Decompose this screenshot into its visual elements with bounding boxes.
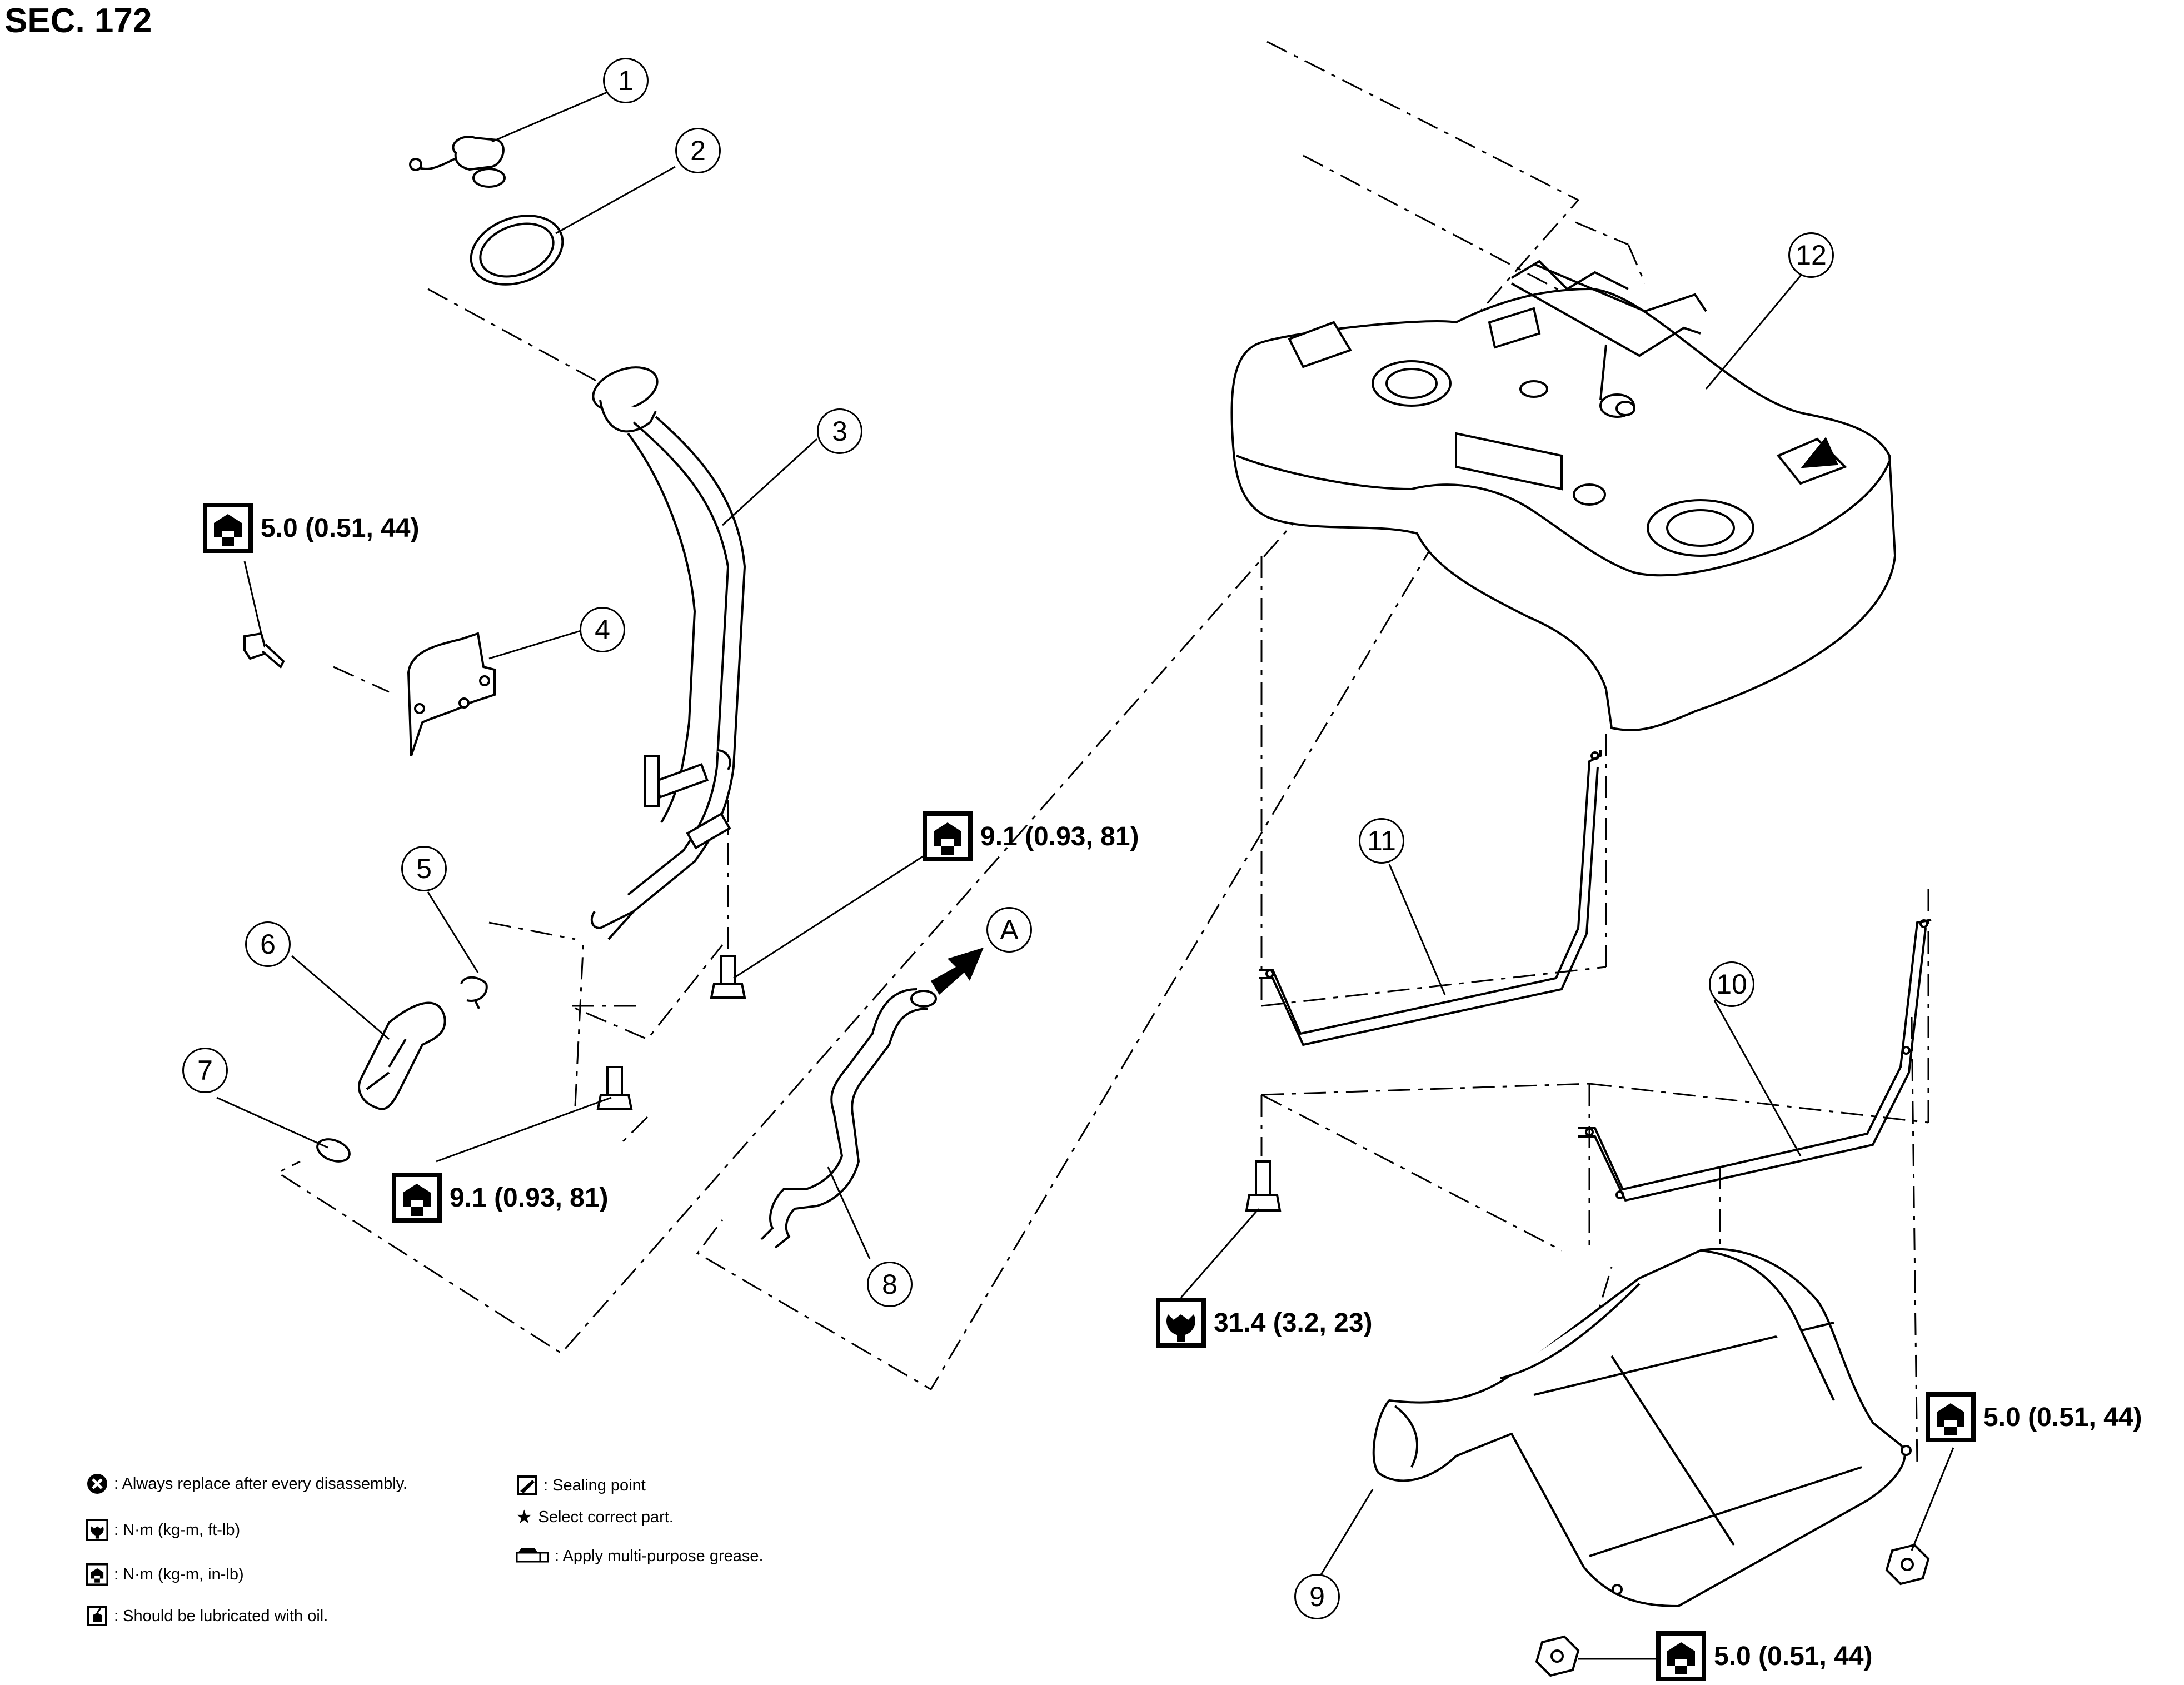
wrench-ft-lb-icon	[1156, 1298, 1206, 1348]
fuel-tank	[1230, 260, 1897, 731]
legend-replace-text: : Always replace after every disassembly…	[114, 1474, 408, 1493]
torque-value: 9.1 (0.93, 81)	[450, 1183, 609, 1213]
wrench-in-lb-icon	[1926, 1392, 1976, 1442]
hose-clamp-lower	[316, 1138, 351, 1163]
legend-nm-inlb-text: : N·m (kg-m, in-lb)	[114, 1565, 244, 1583]
leader-lines	[216, 91, 1954, 1660]
callout-1: 1	[603, 58, 649, 103]
sealant-icon	[517, 1475, 537, 1495]
legend-nm-ftlb: : N·m (kg-m, ft-lb)	[86, 1519, 240, 1541]
wrench-in-lb-icon	[86, 1563, 108, 1586]
wrench-in-lb-icon	[923, 811, 973, 861]
section-title: SEC. 172	[4, 2, 152, 40]
protector-nut-bottom	[1535, 1635, 1580, 1677]
legend-replace: : Always replace after every disassembly…	[86, 1473, 407, 1495]
grease-icon	[516, 1548, 549, 1563]
torque-value: 5.0 (0.51, 44)	[1714, 1641, 1873, 1671]
torque-protector-nut-right: 5.0 (0.51, 44)	[1926, 1392, 2142, 1442]
filler-tube-bolt-lower	[596, 1066, 633, 1110]
hose-clamp-upper	[460, 976, 488, 1009]
wrench-in-lb-icon	[392, 1173, 442, 1223]
torque-filler-tube-upper: 9.1 (0.93, 81)	[923, 811, 1139, 861]
phantom-lines	[276, 41, 1929, 1468]
legend-nm-ftlb-text: : N·m (kg-m, ft-lb)	[114, 1521, 241, 1539]
legend-lubricate-text: : Should be lubricated with oil.	[114, 1607, 328, 1625]
wrench-ft-lb-icon	[86, 1519, 108, 1541]
callout-8: 8	[867, 1262, 913, 1307]
fuel-filler-tube	[590, 366, 746, 940]
protector-nut-right	[1885, 1543, 1930, 1586]
wrench-in-lb-icon	[1656, 1631, 1706, 1681]
torque-band-bolt: 31.4 (3.2, 23)	[1156, 1298, 1373, 1348]
callout-6: 6	[245, 921, 291, 967]
callout-12: 12	[1788, 232, 1834, 278]
vent-hose	[760, 988, 937, 1249]
legend-grease: : Apply multi-purpose grease.	[516, 1545, 764, 1567]
fuel-tank-band-right	[1578, 919, 1932, 1202]
torque-filler-tube-lower: 9.1 (0.93, 81)	[392, 1173, 609, 1223]
fuel-filler-cap	[409, 136, 506, 188]
wrench-in-lb-icon	[203, 503, 253, 553]
legend-nm-inlb: : N·m (kg-m, in-lb)	[86, 1563, 244, 1586]
callout-2: 2	[675, 128, 721, 173]
filler-tube-bracket	[407, 632, 496, 756]
callout-11: 11	[1359, 818, 1404, 864]
star-icon: ★	[516, 1507, 533, 1528]
bracket-bolt	[243, 632, 285, 669]
band-bolt	[1245, 1160, 1282, 1212]
filler-cap-ring	[470, 215, 564, 286]
callout-5: 5	[401, 846, 447, 891]
legend-grease-text: : Apply multi-purpose grease.	[555, 1547, 764, 1565]
torque-value: 9.1 (0.93, 81)	[980, 821, 1139, 851]
torque-value: 5.0 (0.51, 44)	[1983, 1402, 2142, 1432]
legend-select-text: Select correct part.	[538, 1508, 674, 1526]
callout-7: 7	[182, 1048, 228, 1093]
legend-lubricate: : Should be lubricated with oil.	[86, 1605, 328, 1627]
callout-3: 3	[817, 408, 862, 454]
callout-4: 4	[580, 607, 625, 652]
x-circle-icon	[87, 1474, 107, 1494]
legend-select: ★ Select correct part.	[516, 1508, 674, 1527]
filler-hose	[358, 1001, 446, 1110]
torque-value: 5.0 (0.51, 44)	[261, 513, 420, 543]
torque-bracket-bolt: 5.0 (0.51, 44)	[203, 503, 420, 553]
legend-sealing-text: : Sealing point	[543, 1476, 646, 1494]
fuel-tank-band-left	[1259, 750, 1602, 1046]
callout-10: 10	[1709, 961, 1754, 1007]
callout-a: A	[986, 907, 1032, 953]
torque-protector-nut-bottom: 5.0 (0.51, 44)	[1656, 1631, 1873, 1681]
torque-value: 31.4 (3.2, 23)	[1214, 1308, 1373, 1338]
legend-sealing: : Sealing point	[516, 1474, 646, 1497]
filler-tube-bolt-upper	[710, 955, 746, 999]
fuel-tank-protector	[1372, 1248, 1912, 1608]
callout-9: 9	[1294, 1574, 1340, 1619]
direction-arrow-icon	[931, 948, 984, 995]
oil-can-icon	[87, 1606, 107, 1626]
